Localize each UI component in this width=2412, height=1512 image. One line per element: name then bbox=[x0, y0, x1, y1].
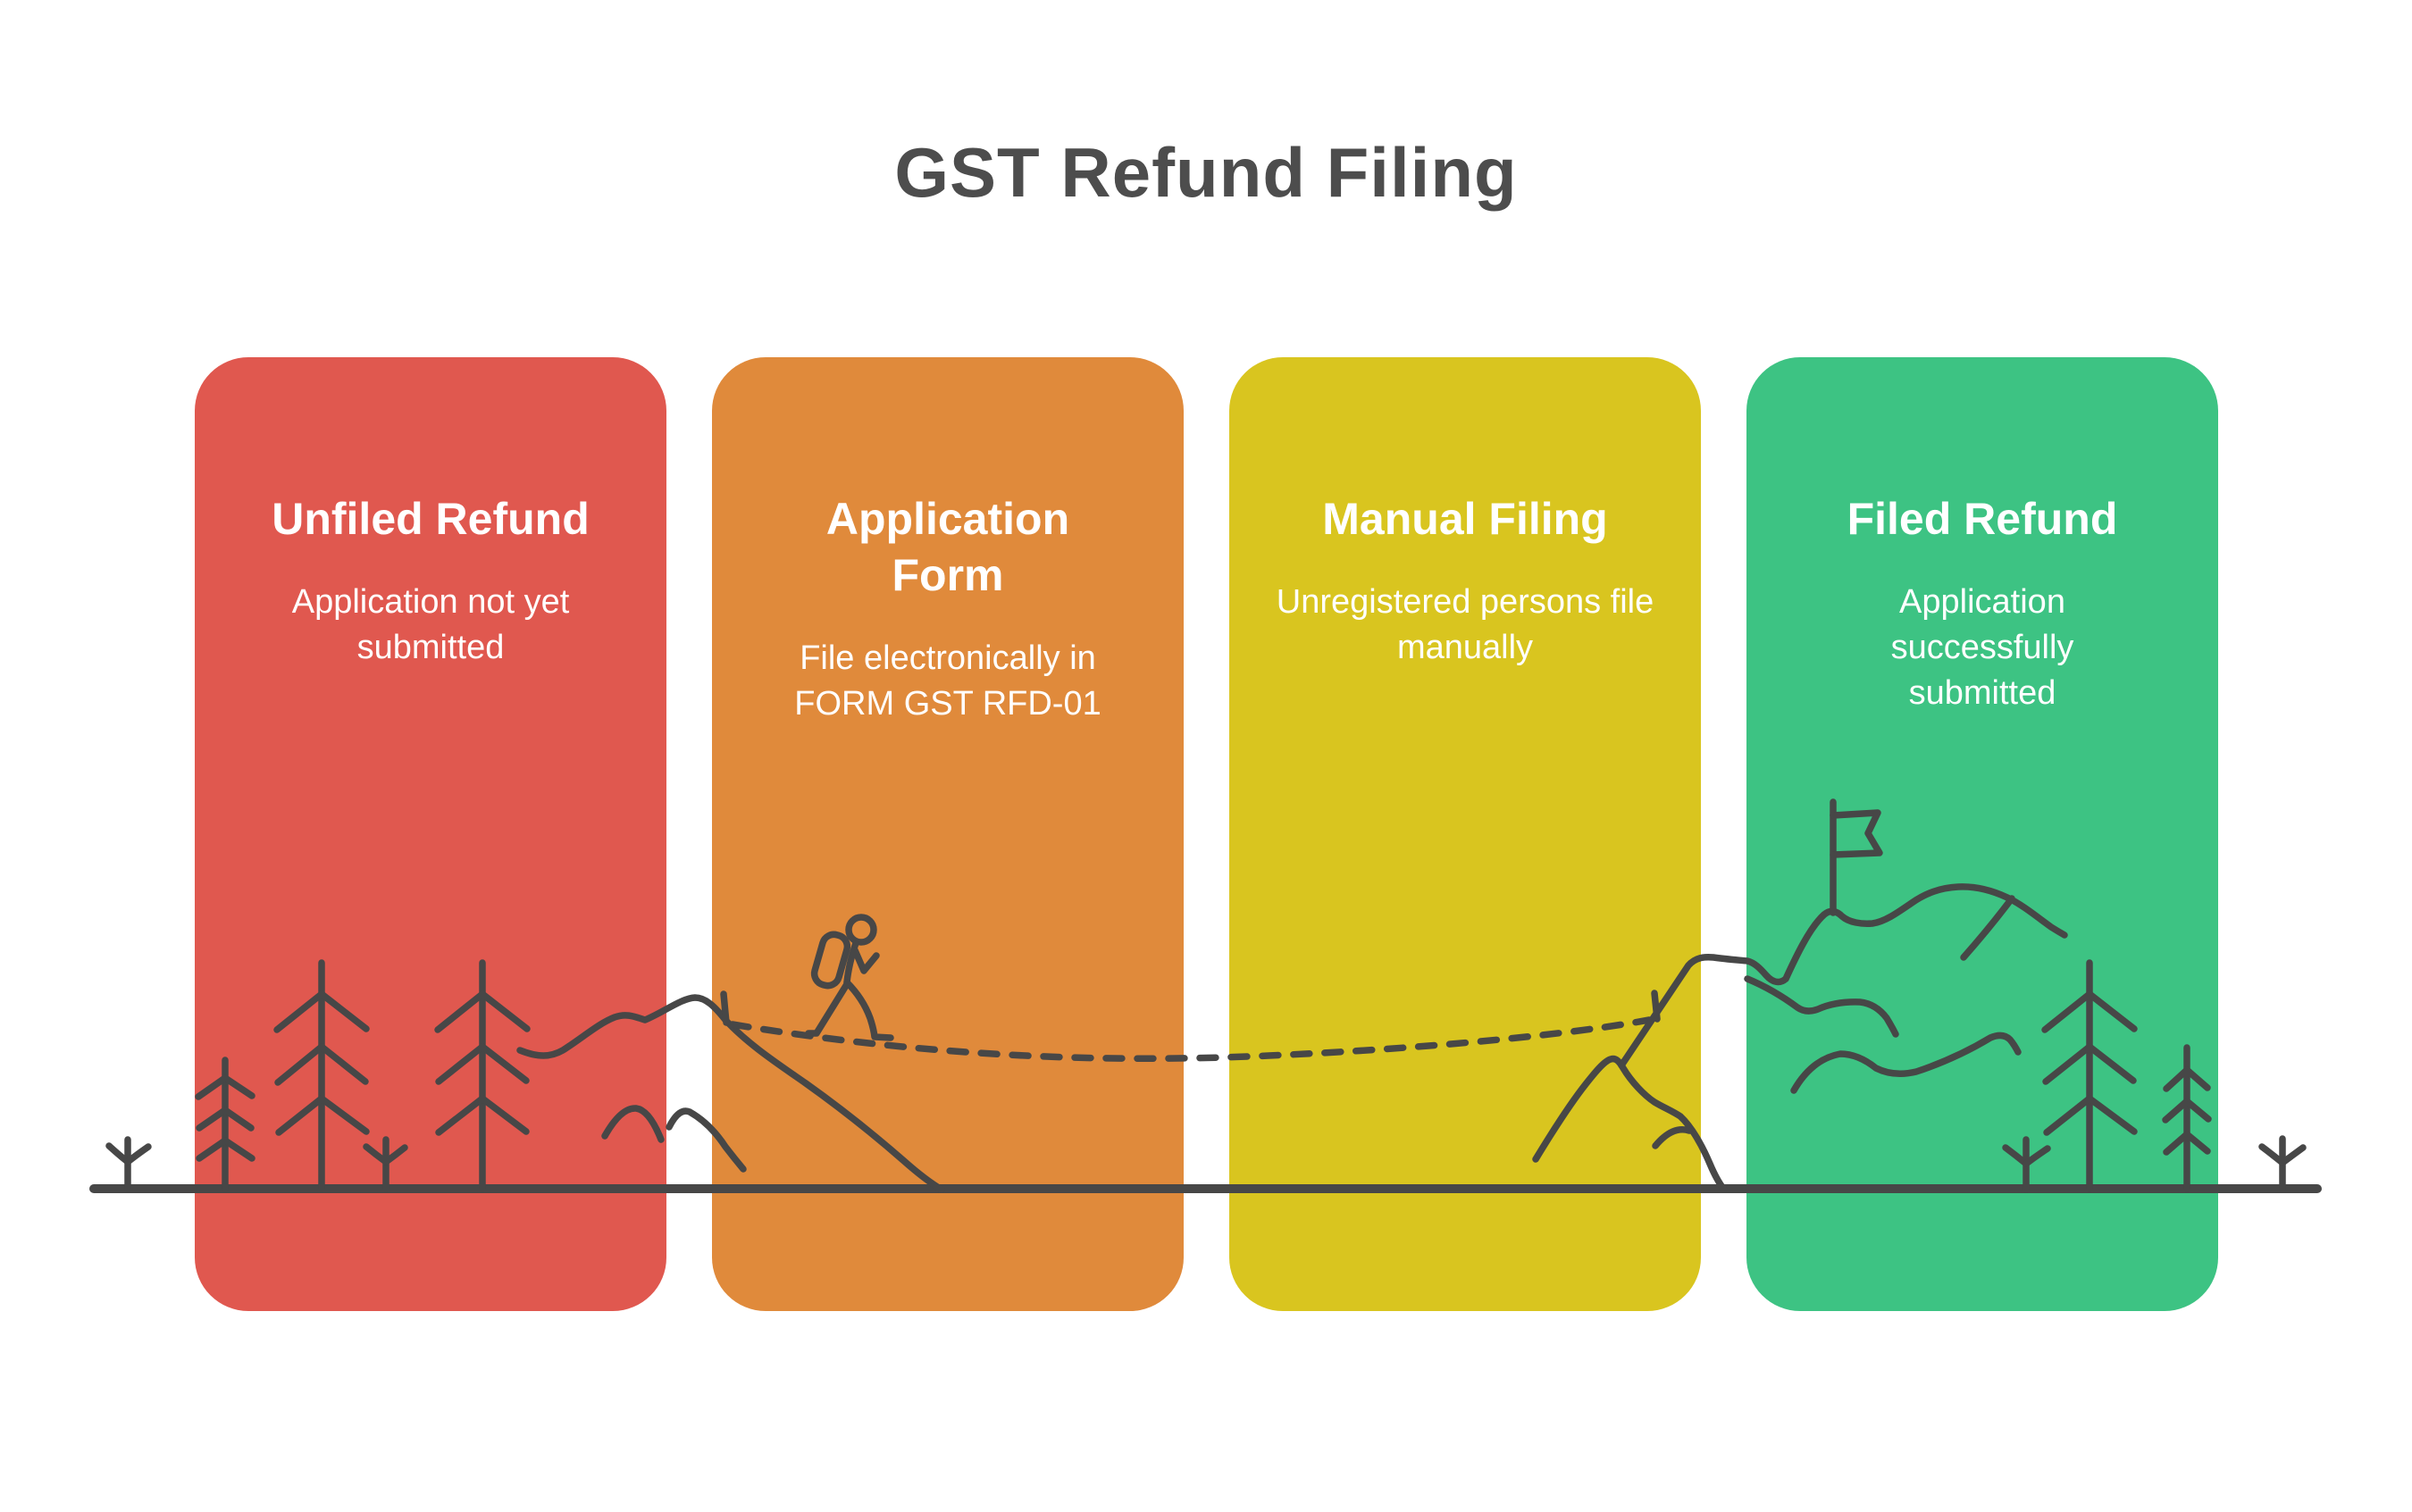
card-application-form: Application Form File electronically in … bbox=[712, 357, 1184, 1311]
page-title: GST Refund Filing bbox=[894, 133, 1518, 212]
card-manual-filing: Manual Filing Unregistered persons file … bbox=[1229, 357, 1701, 1311]
card-filed-refund: Filed Refund Application successfully su… bbox=[1746, 357, 2218, 1311]
card-application-form-description: File electronically in FORM GST RFD-01 bbox=[794, 639, 1101, 723]
card-unfiled-refund: Unfiled Refund Application not yet submi… bbox=[195, 357, 666, 1311]
card-manual-filing-title: Manual Filing bbox=[1322, 494, 1608, 544]
shrub-icon bbox=[105, 1136, 152, 1192]
card-application-form-title: Application Form bbox=[825, 494, 1070, 600]
card-filed-refund-title: Filed Refund bbox=[1847, 494, 2118, 544]
card-filed-refund-description: Application successfully submitted bbox=[1890, 583, 2074, 712]
card-manual-filing-description: Unregistered persons file manually bbox=[1276, 583, 1654, 666]
shrub-icon bbox=[2258, 1135, 2307, 1193]
card-unfiled-refund-description: Application not yet submitted bbox=[291, 583, 570, 666]
card-unfiled-refund-title: Unfiled Refund bbox=[272, 494, 590, 544]
